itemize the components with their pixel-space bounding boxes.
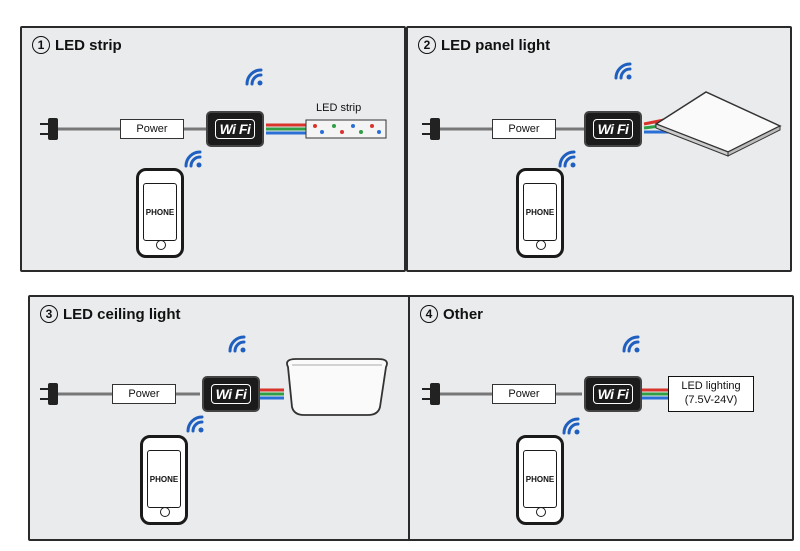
wifi-signal-icon [228, 335, 246, 353]
power-box: Power [492, 119, 556, 139]
panel-2-wiring [422, 62, 782, 168]
wifi-signal-icon [558, 150, 576, 168]
plug-icon [422, 118, 440, 140]
panel-4-wiring [422, 335, 668, 435]
wifi-signal-icon [184, 150, 202, 168]
phone-icon: PHONE [136, 168, 184, 258]
wifi-controller: Wi Fi [584, 376, 642, 412]
phone-icon: PHONE [516, 168, 564, 258]
led-lighting-box: LED lighting (7.5V-24V) [668, 376, 754, 412]
panel-1-wiring [40, 68, 387, 168]
wifi-signal-icon [186, 415, 204, 433]
led-lighting-label: LED lighting [681, 380, 741, 392]
wifi-signal-icon [562, 417, 580, 435]
wifi-controller: Wi Fi [202, 376, 260, 412]
ceiling-light-icon [286, 358, 388, 416]
phone-icon: PHONE [516, 435, 564, 525]
panel-light-icon [654, 91, 782, 157]
rgb-wires-icon [266, 123, 306, 135]
led-strip-label: LED strip [316, 102, 362, 114]
wifi-signal-icon [614, 62, 632, 80]
wifi-signal-icon [622, 335, 640, 353]
rgb-wires-icon [642, 388, 668, 400]
wifi-controller: Wi Fi [584, 111, 642, 147]
wifi-controller: Wi Fi [206, 111, 264, 147]
led-strip-icon [305, 119, 387, 139]
phone-icon: PHONE [140, 435, 188, 525]
panel-3-wiring [40, 335, 388, 433]
power-box: Power [492, 384, 556, 404]
rgb-wires-icon [260, 388, 284, 400]
power-box: Power [120, 119, 184, 139]
wifi-signal-icon [245, 68, 263, 86]
plug-icon [422, 383, 440, 405]
plug-icon [40, 383, 58, 405]
led-lighting-voltage: (7.5V-24V) [684, 394, 738, 406]
power-box: Power [112, 384, 176, 404]
plug-icon [40, 118, 58, 140]
